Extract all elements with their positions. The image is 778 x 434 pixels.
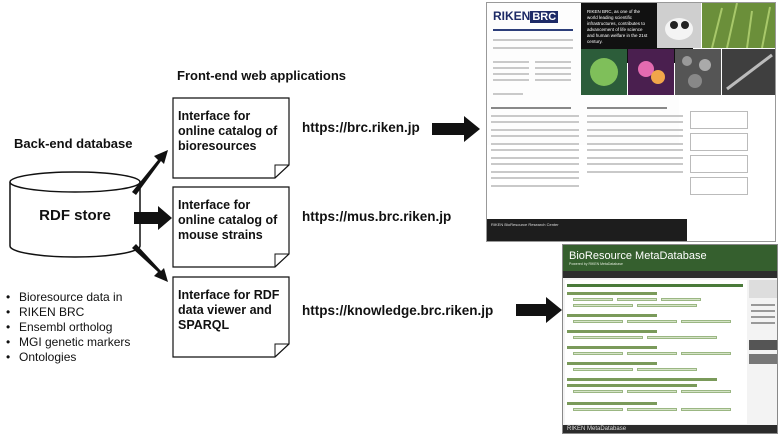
metadatabase-footer: RIKEN MetaDatabase [567,426,627,432]
brc-side-banners [690,111,774,211]
backend-heading: Back-end database [14,136,133,151]
brc-microbe-photo [675,49,721,95]
metadatabase-title: BioResource MetaDatabase [569,250,707,262]
metadatabase-subtitle: Powered by RIKEN MetaDatabase [569,262,623,266]
interface-box-bioresources: Interface for online catalog of bioresou… [172,97,290,179]
list-item: RIKEN BRC [6,305,130,320]
interface-box-rdf-viewer: Interface for RDF data viewer and SPARQL [172,276,290,358]
rdf-store-label: RDF store [39,207,111,224]
metadatabase-nav-bar [563,271,777,278]
brc-intro-text: RIKEN BRC, as one of the world leading s… [587,9,648,44]
metadatabase-main-panel [565,280,747,424]
interface-text: Interface for online catalog of bioresou… [178,109,278,153]
screenshot-arrows [432,116,562,323]
db-arrows [132,150,172,282]
arrow-to-rdf-viewer [132,244,168,282]
database-contents-list: Bioresource data in RIKEN BRC Ensembl or… [6,290,130,365]
rdf-store-cylinder [9,171,141,258]
arrow-to-brc-screenshot [432,116,480,142]
frontend-heading: Front-end web applications [177,68,347,83]
brc-gene-photo [722,49,775,95]
list-item: Ontologies [6,350,130,365]
brc-cell-photo-2 [628,49,674,95]
brc-mouse-photo [657,3,701,48]
list-item: Bioresource data in [6,290,130,305]
url-brc: https://brc.riken.jp [302,120,420,135]
brc-cell-photo-1 [581,49,627,95]
arrow-to-mouse [134,206,172,230]
list-item: MGI genetic markers [6,335,130,350]
brc-footer-text: RIKEN BioResource Research Center [491,222,559,227]
arrow-to-knowledge-screenshot [516,297,562,323]
brc-plant-photo [702,3,775,49]
interface-text: Interface for RDF data viewer and SPARQL [178,288,280,332]
metadatabase-screenshot: BioResource MetaDatabase Powered by RIKE… [562,244,778,434]
arrow-to-bioresources [132,150,168,195]
url-knowledge: https://knowledge.brc.riken.jp [302,303,494,318]
list-item: Ensembl ortholog [6,320,130,335]
interface-box-mouse: Interface for online catalog of mouse st… [172,186,290,268]
metadatabase-side-panel [749,280,777,424]
url-mus: https://mus.brc.riken.jp [302,209,452,224]
interface-text: Interface for online catalog of mouse st… [178,198,278,242]
